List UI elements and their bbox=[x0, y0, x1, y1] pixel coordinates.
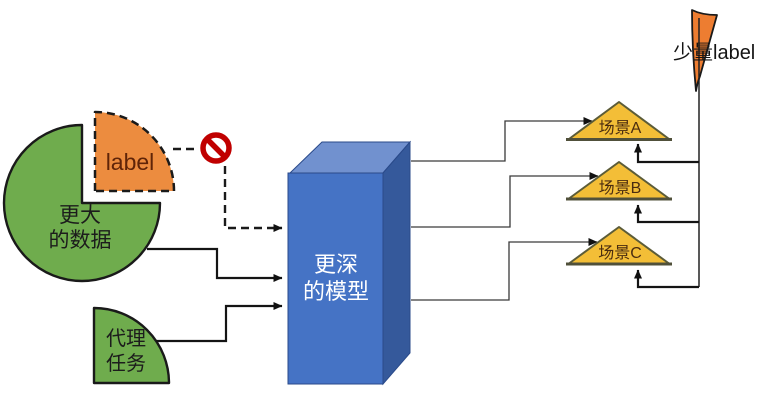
bigger-data-label-line2: 的数据 bbox=[49, 229, 112, 252]
line-model-to-scenario-a bbox=[411, 117, 593, 162]
arrow-labels-to-scenario-a bbox=[634, 143, 699, 164]
proxy-task-quarter: 代理 任务 bbox=[92, 306, 171, 385]
prohibition-icon bbox=[200, 132, 232, 164]
model-box-front-face bbox=[287, 172, 384, 385]
deeper-model-box: 更深 的模型 bbox=[287, 140, 412, 386]
few-labels-text: 少量label bbox=[673, 41, 755, 64]
arrow-labels-to-scenario-b bbox=[634, 204, 699, 224]
scenario-c-triangle: 场景C bbox=[566, 226, 672, 266]
proxy-task-shape bbox=[92, 306, 171, 385]
label-slice: label bbox=[93, 110, 176, 193]
deeper-model-label-line1: 更深 bbox=[314, 252, 358, 277]
scenario-a-label: 场景A bbox=[599, 119, 642, 137]
bigger-data-pie-shape bbox=[2, 123, 162, 283]
label-slice-text: label bbox=[106, 149, 155, 175]
arrow-bigdata-to-model bbox=[147, 247, 283, 282]
arrow-proxy-to-model bbox=[156, 302, 283, 343]
deeper-model-label-line2: 的模型 bbox=[303, 279, 369, 304]
scenario-a-triangle: 场景A bbox=[566, 101, 672, 141]
line-model-to-scenario-b bbox=[411, 172, 599, 228]
prohibition-slash bbox=[204, 136, 228, 160]
model-box-right-face bbox=[382, 140, 411, 386]
scenario-b-label: 场景B bbox=[599, 179, 642, 197]
bigger-data-pie: 更大 的数据 bbox=[2, 123, 162, 283]
scenario-c-label: 场景C bbox=[598, 244, 642, 262]
scenario-b-triangle: 场景B bbox=[566, 161, 672, 201]
arrow-labels-to-scenario-c bbox=[634, 269, 699, 289]
proxy-task-label-line2: 任务 bbox=[106, 352, 146, 375]
bigger-data-label-line1: 更大 bbox=[59, 204, 101, 227]
label-slice-shape bbox=[93, 110, 176, 193]
line-model-to-scenario-c bbox=[411, 238, 598, 301]
proxy-task-label-line1: 代理 bbox=[106, 327, 146, 350]
dashed-arrow-icon-to-model bbox=[223, 166, 283, 232]
